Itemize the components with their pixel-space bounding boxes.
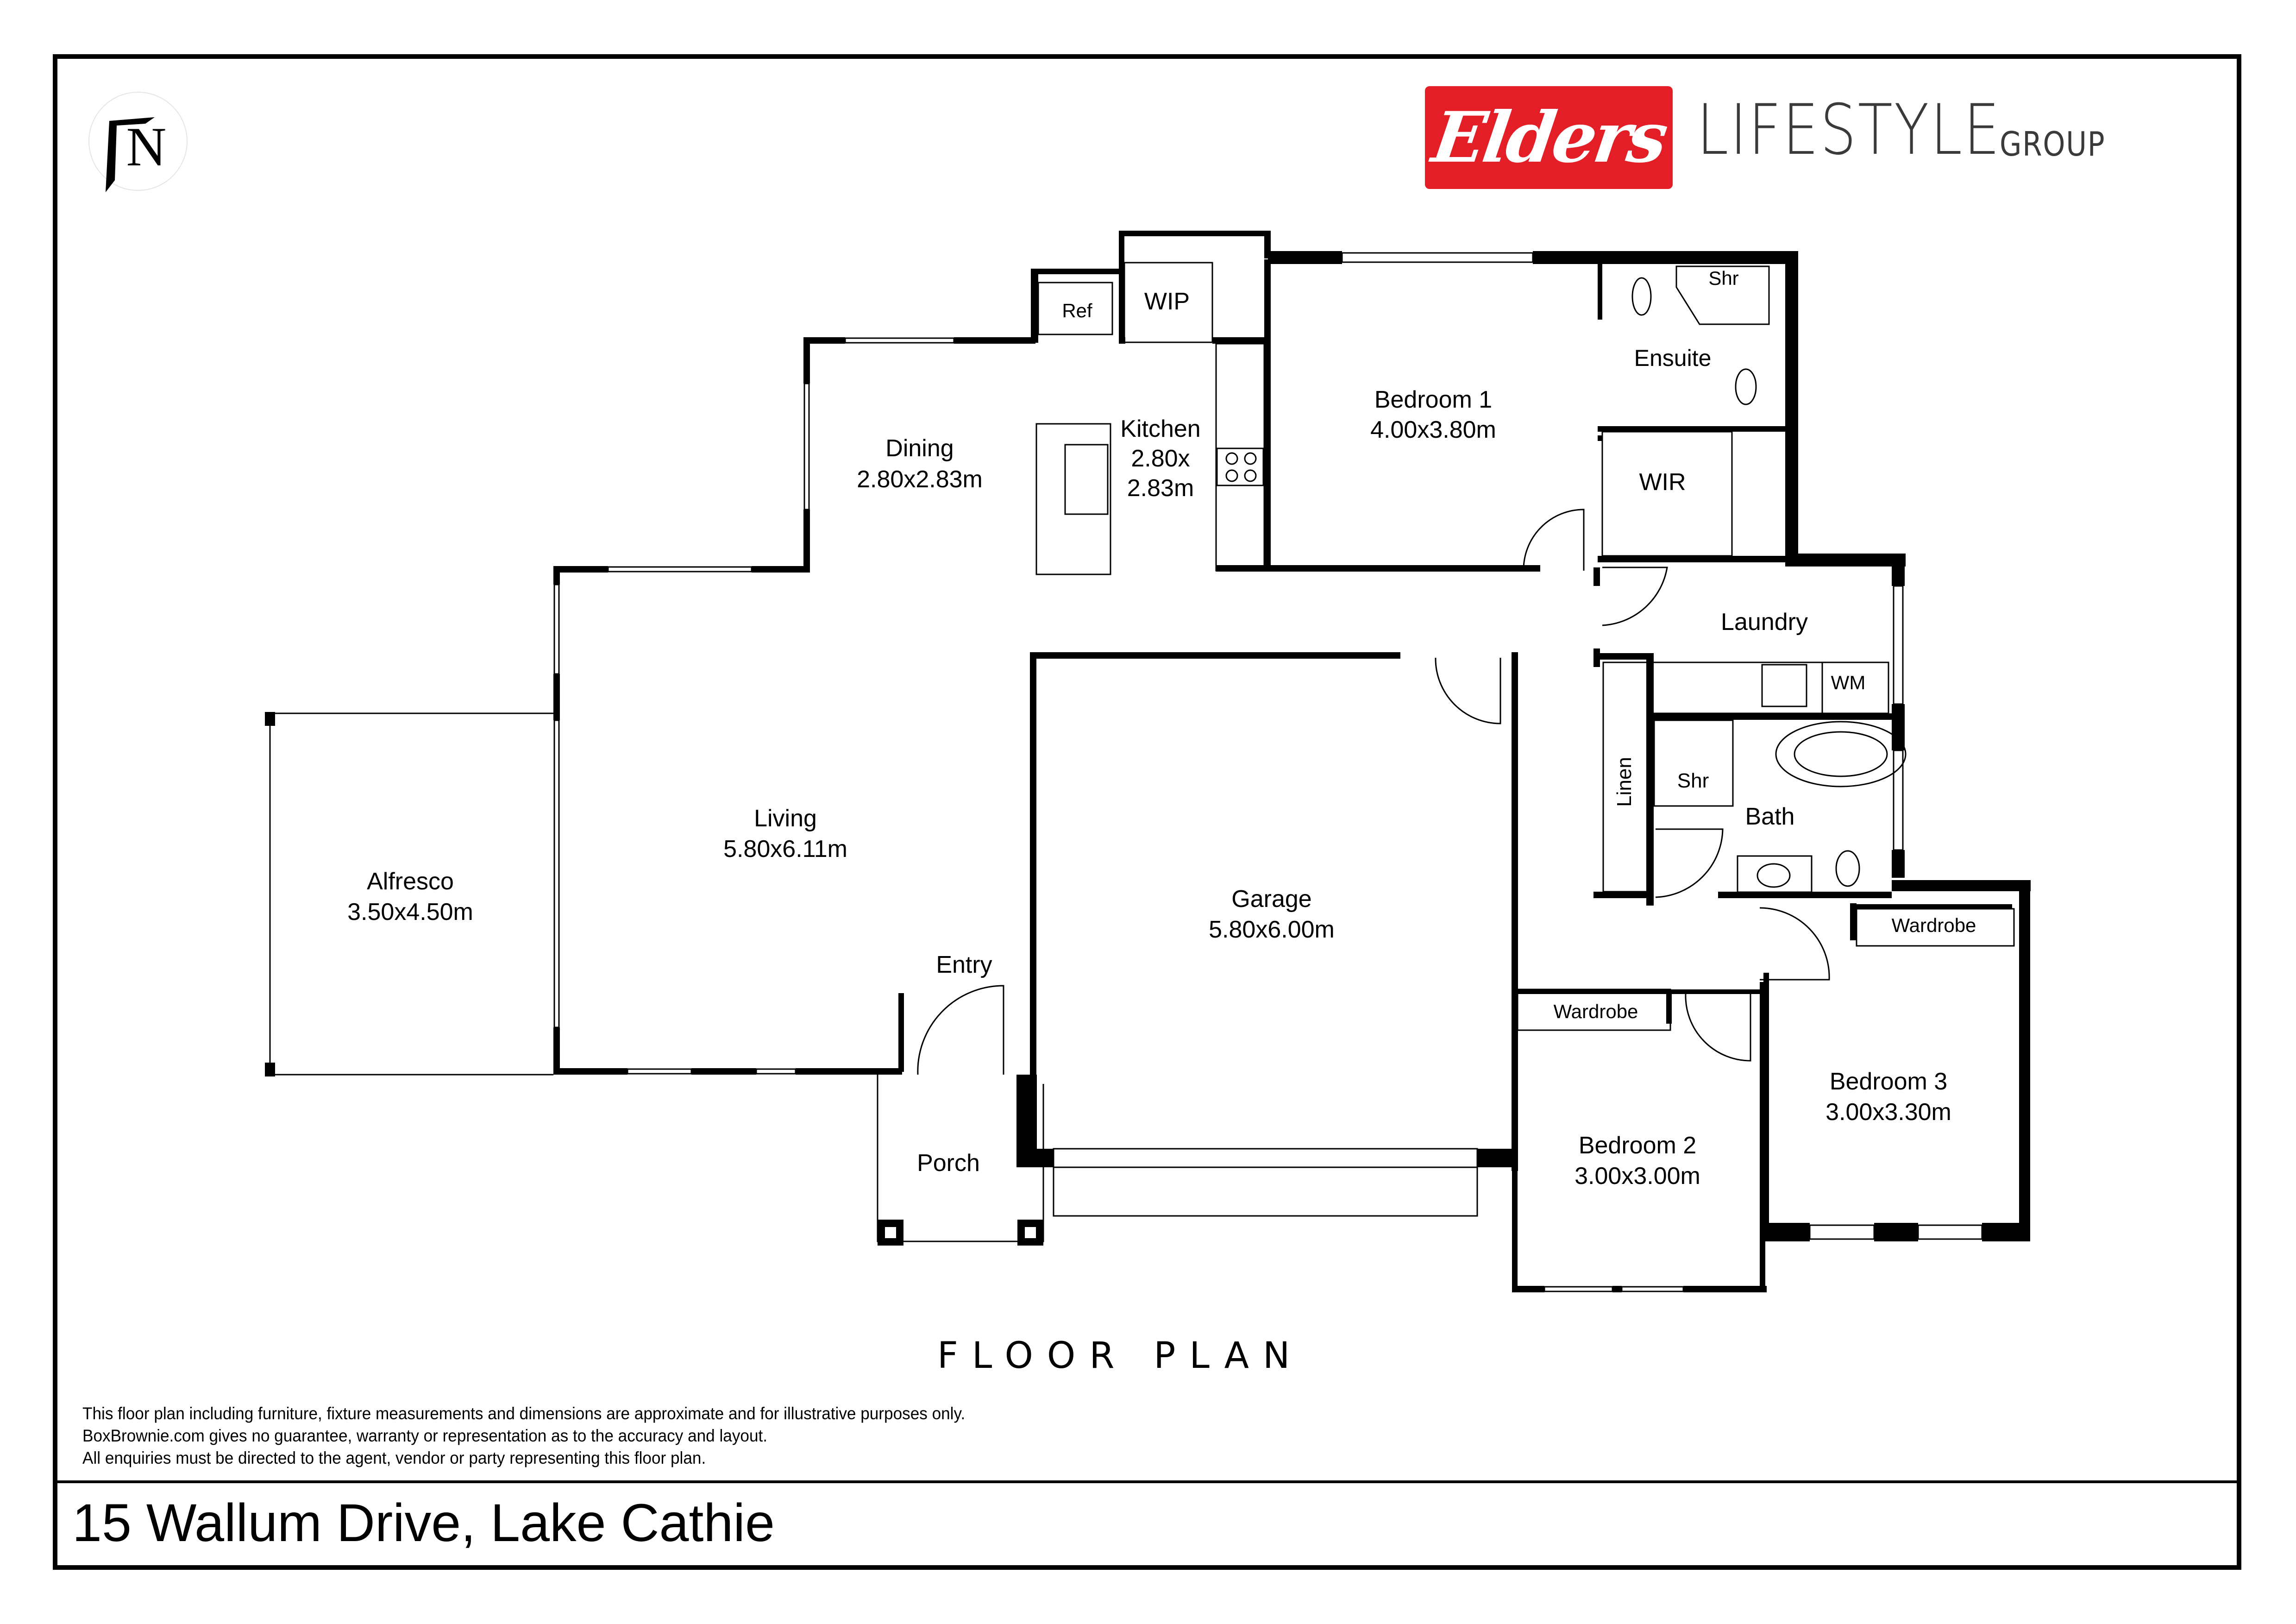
room-label-wardrobe-2: Wardrobe xyxy=(1554,1001,1638,1022)
room-size-alfresco: 3.50x4.50m xyxy=(347,899,473,925)
room-label-laundry: Laundry xyxy=(1721,609,1808,636)
room-label-ensuite: Ensuite xyxy=(1634,345,1712,371)
room-size-bedroom1: 4.00x3.80m xyxy=(1370,416,1496,443)
walls xyxy=(265,231,2031,1292)
room-label-wardrobe-3: Wardrobe xyxy=(1892,914,1976,936)
property-address: 15 Wallum Drive, Lake Cathie xyxy=(72,1493,775,1553)
room-label-ref: Ref xyxy=(1062,300,1092,321)
room-size-garage: 5.80x6.00m xyxy=(1209,916,1335,943)
room-label-alfresco: Alfresco xyxy=(367,868,454,895)
room-label-wir: WIR xyxy=(1639,469,1686,496)
address-divider xyxy=(53,1480,2241,1483)
disclaimer-line: This floor plan including furniture, fix… xyxy=(82,1404,966,1423)
brand-name: LIFESTYLE xyxy=(1697,90,2001,170)
room-label-bath-shower: Shr xyxy=(1677,769,1709,792)
room-size-bedroom3: 3.00x3.30m xyxy=(1826,1099,1951,1126)
room-size-dining: 2.80x2.83m xyxy=(857,466,983,493)
room-size-bedroom2: 3.00x3.00m xyxy=(1575,1163,1700,1190)
room-label-wip: WIP xyxy=(1144,288,1190,315)
room-label-dining: Dining xyxy=(885,435,954,462)
room-label-bedroom2: Bedroom 2 xyxy=(1579,1132,1696,1159)
fixtures xyxy=(269,252,2015,1292)
room-label-bedroom3: Bedroom 3 xyxy=(1830,1068,1947,1095)
brand-logo: Elders LIFESTYLE GROUP xyxy=(1425,86,2124,189)
floor-plan-title: FLOOR PLAN xyxy=(937,1335,1304,1377)
disclaimer-line: BoxBrownie.com gives no guarantee, warra… xyxy=(82,1426,768,1445)
brand-suffix: GROUP xyxy=(1999,125,2106,164)
room-label-kitchen: Kitchen xyxy=(1120,415,1200,442)
room-size-living: 5.80x6.11m xyxy=(723,836,847,862)
north-letter: N xyxy=(126,116,167,177)
room-label-linen: Linen xyxy=(1613,757,1636,807)
elders-logo-badge: Elders xyxy=(1425,86,1673,189)
room-label-washing-machine: WM xyxy=(1831,672,1866,693)
room-label-entry: Entry xyxy=(936,951,992,978)
room-size-kitchen-1: 2.80x xyxy=(1131,445,1190,472)
room-label-garage: Garage xyxy=(1231,886,1311,913)
room-label-living: Living xyxy=(754,805,817,832)
disclaimer: This floor plan including furniture, fix… xyxy=(82,1403,965,1469)
room-label-bedroom1: Bedroom 1 xyxy=(1374,386,1492,413)
disclaimer-line: All enquiries must be directed to the ag… xyxy=(82,1448,706,1467)
north-arrow-icon: N xyxy=(88,92,188,192)
page-frame xyxy=(53,54,2241,1570)
room-label-porch: Porch xyxy=(917,1150,980,1177)
room-labels: Dining 2.80x2.83m Kitchen 2.80x 2.83m Re… xyxy=(347,267,1976,1190)
room-size-kitchen-2: 2.83m xyxy=(1127,475,1194,502)
room-label-ensuite-shower: Shr xyxy=(1708,267,1738,289)
room-label-bath: Bath xyxy=(1745,803,1795,830)
